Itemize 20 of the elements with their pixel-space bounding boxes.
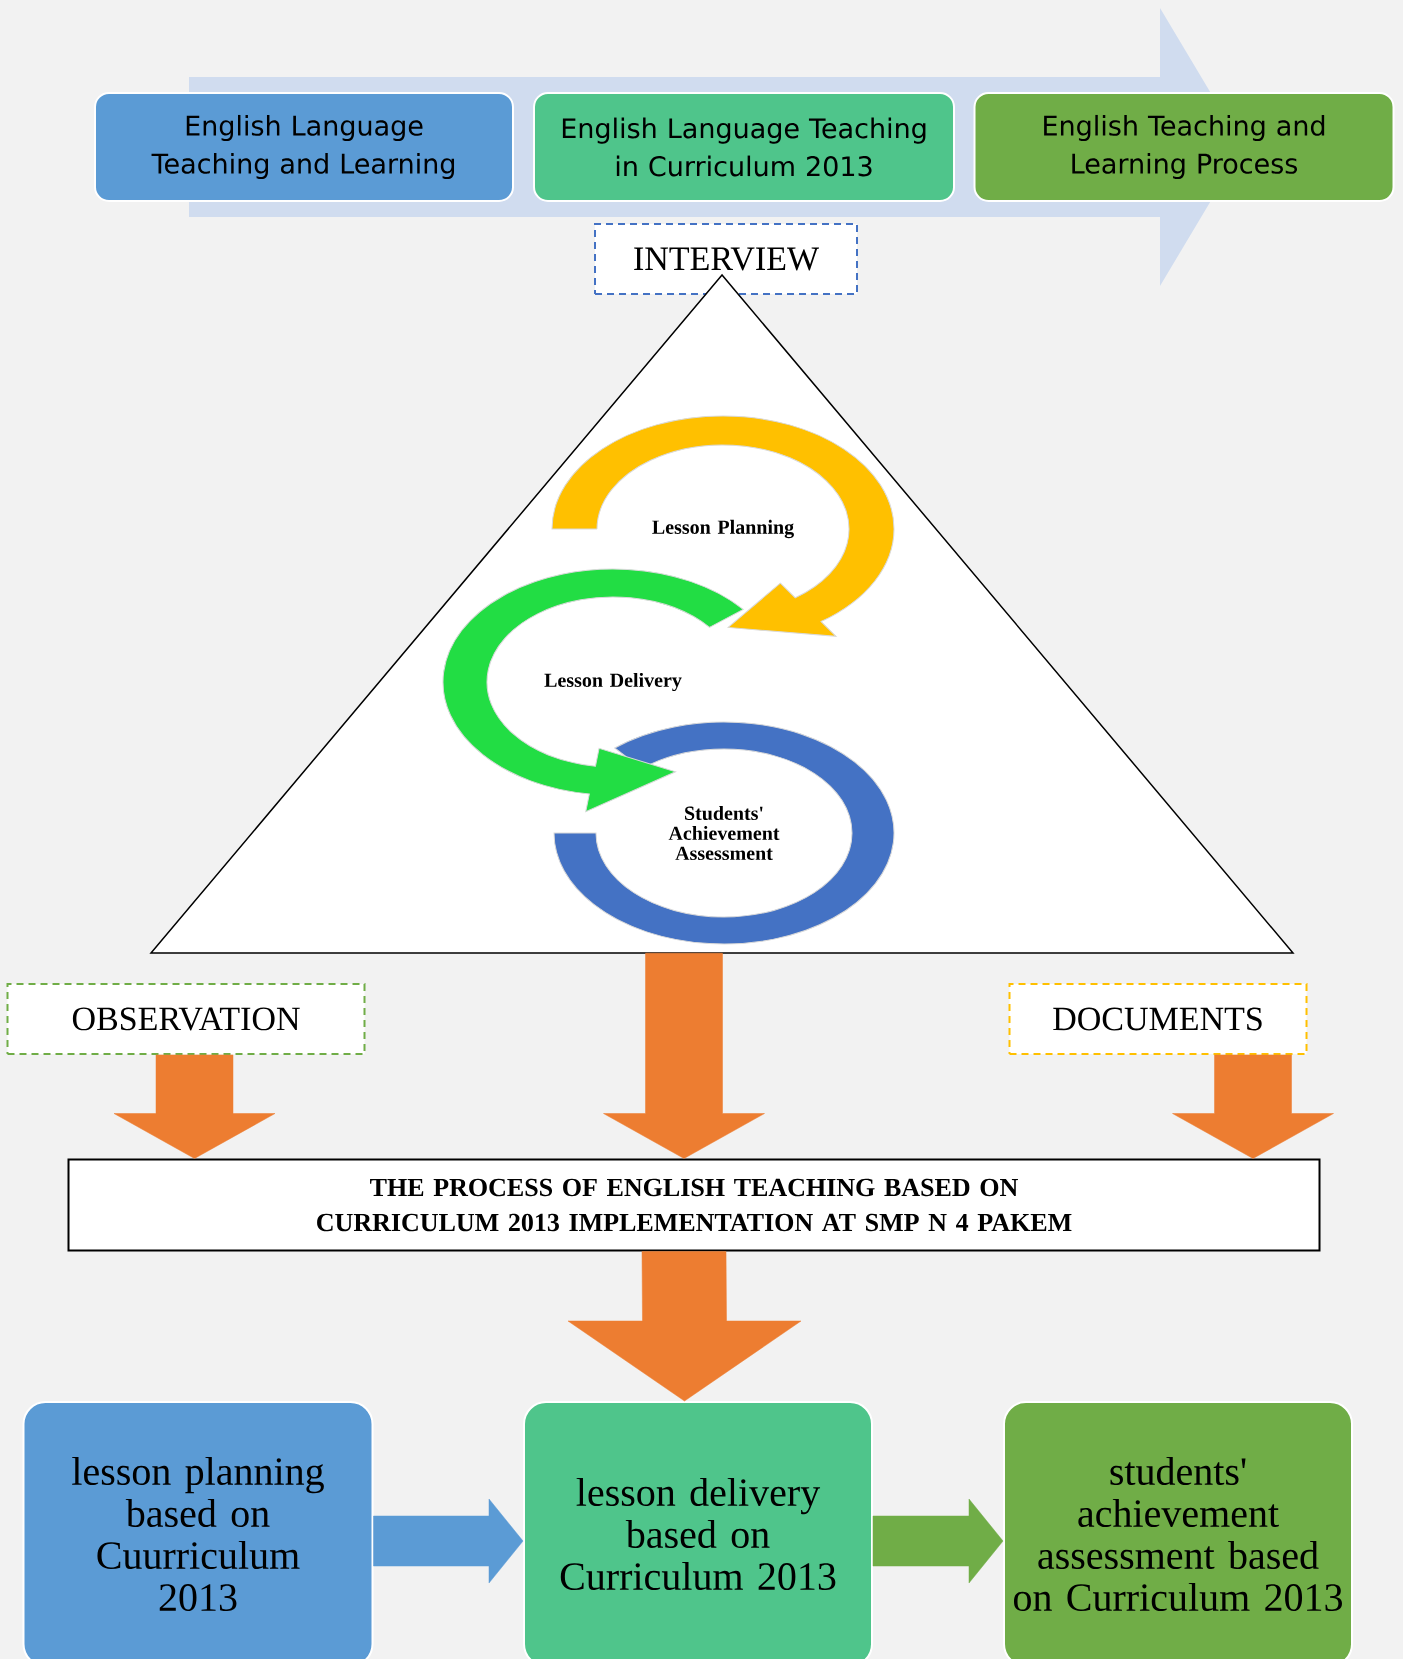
curved-arrow	[551, 415, 895, 637]
outcome-box: students' achievement assessment based on Curriculum 2013	[1003, 1401, 1353, 1659]
method-label: INTERVIEW	[594, 223, 858, 295]
stage-label: Lesson Planning	[652, 519, 794, 539]
outcome-box: lesson planning based on Cuurriculum 2013	[22, 1401, 374, 1659]
stage-box: English Language Teaching and Learning	[94, 92, 514, 202]
block-arrow	[113, 1054, 276, 1159]
result-box: THE PROCESS OF ENGLISH TEACHING BASED ON CURRICULUM 2013 IMPLEMENTATION AT SMP N 4 PAKEM	[67, 1158, 1321, 1252]
block-arrow	[872, 1498, 1004, 1584]
block-arrow	[1172, 1054, 1334, 1159]
outcome-box: lesson delivery based on Curriculum 2013	[523, 1401, 873, 1659]
stage-label: Lesson Delivery	[544, 672, 682, 692]
block-arrow	[567, 1251, 802, 1402]
stage-box: English Language Teaching in Curriculum 2013	[533, 92, 955, 202]
method-label: DOCUMENTS	[1008, 983, 1308, 1055]
block-arrow	[603, 952, 765, 1159]
block-arrow	[373, 1498, 524, 1584]
curved-arrow	[442, 568, 744, 813]
stage-box: English Teaching and Learning Process	[973, 92, 1395, 202]
method-label: OBSERVATION	[6, 983, 366, 1055]
